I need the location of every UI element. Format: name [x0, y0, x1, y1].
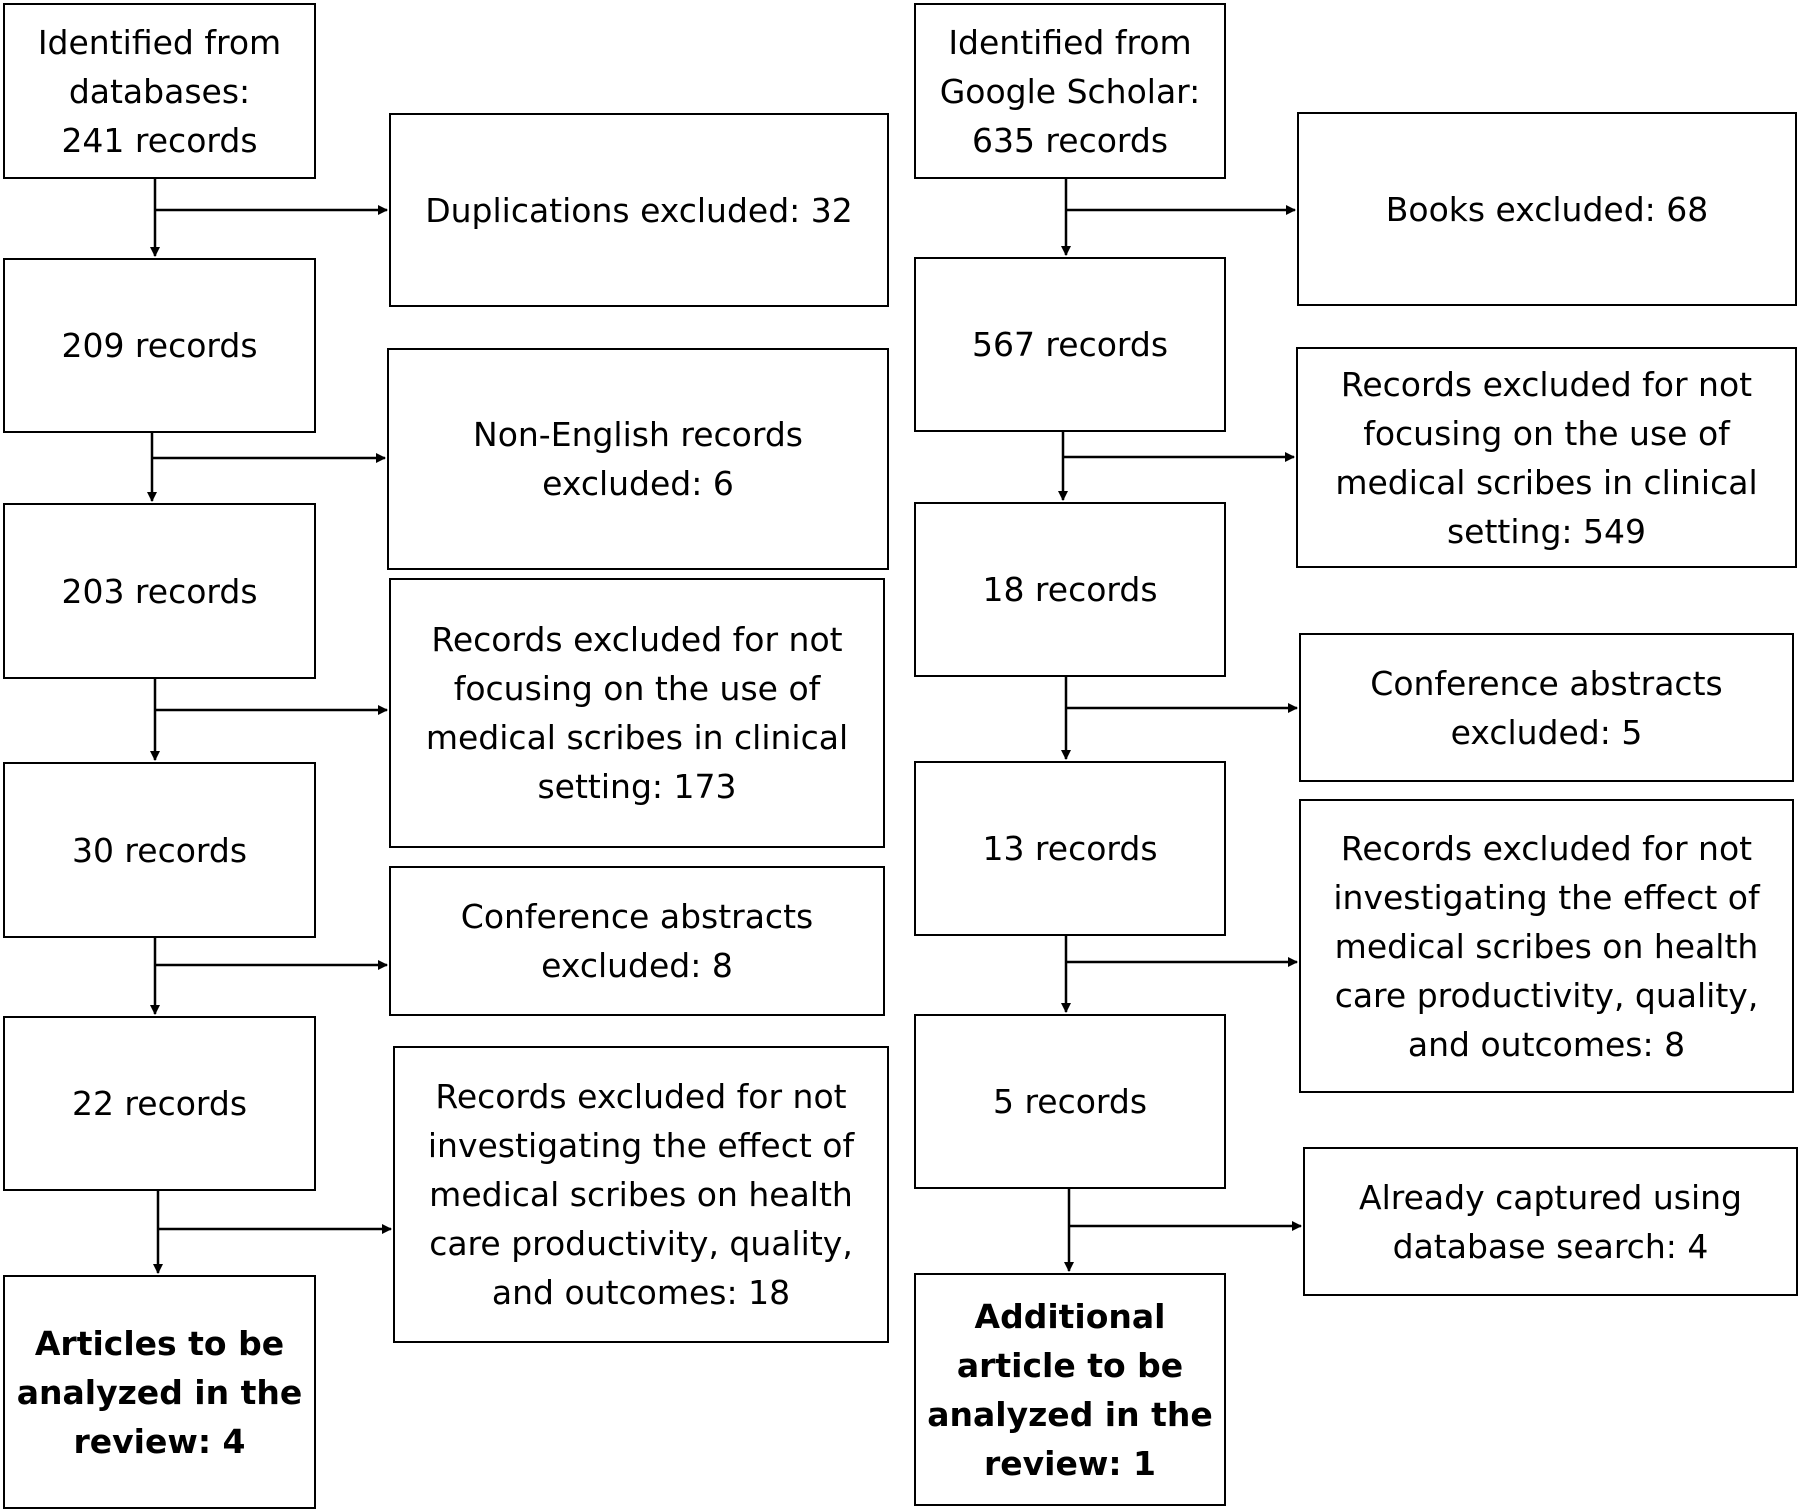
right-records-box-1: 567 records	[914, 257, 1226, 432]
left-source-box: Identified from databases: 241 records	[3, 3, 316, 179]
left-excluded-box-4: Conference abstracts excluded: 8	[389, 866, 885, 1016]
left-result-box: Articles to be analyzed in the review: 4	[3, 1275, 316, 1509]
left-excluded-label-5: Records excluded for not investigating t…	[427, 1077, 855, 1312]
left-records-label-3: 30 records	[71, 830, 248, 870]
left-records-box-2: 203 records	[3, 503, 316, 679]
right-excluded-box-4: Records excluded for not investigating t…	[1299, 799, 1794, 1093]
right-excluded-label-5: Already captured using database search: …	[1359, 1177, 1742, 1266]
left-excluded-box-3: Records excluded for not focusing on the…	[389, 578, 885, 848]
left-source-label: Identified from databases: 241 records	[37, 22, 282, 160]
right-records-label-4: 5 records	[992, 1082, 1148, 1121]
right-excluded-label-4: Records excluded for not investigating t…	[1333, 828, 1760, 1064]
left-excluded-box-2: Non-English records excluded: 6	[387, 348, 889, 570]
right-source-label: Identified from Google Scholar: 635 reco…	[939, 22, 1201, 160]
left-result-label: Articles to be analyzed in the review: 4	[16, 1323, 303, 1461]
right-excluded-label-2: Records excluded for not focusing on the…	[1335, 364, 1758, 551]
right-records-label-3: 13 records	[982, 829, 1158, 868]
left-excluded-box-1: Duplications excluded: 32	[389, 113, 889, 307]
right-excluded-label-3: Conference abstracts excluded: 5	[1370, 663, 1723, 752]
right-excluded-label-1: Books excluded: 68	[1385, 189, 1709, 229]
right-excluded-box-3: Conference abstracts excluded: 5	[1299, 633, 1794, 782]
left-records-box-3: 30 records	[3, 762, 316, 938]
left-records-box-4: 22 records	[3, 1016, 316, 1191]
right-records-label-2: 18 records	[982, 570, 1158, 609]
left-excluded-label-1: Duplications excluded: 32	[425, 190, 853, 230]
right-source-box: Identified from Google Scholar: 635 reco…	[914, 3, 1226, 179]
right-records-label-1: 567 records	[971, 325, 1169, 364]
right-result-label: Additional article to be analyzed in the…	[927, 1296, 1213, 1483]
right-excluded-box-5: Already captured using database search: …	[1303, 1147, 1798, 1296]
right-excluded-box-2: Records excluded for not focusing on the…	[1296, 347, 1797, 568]
left-records-label-1: 209 records	[61, 326, 258, 365]
left-excluded-label-2: Non-English records excluded: 6	[473, 415, 803, 503]
right-result-box: Additional article to be analyzed in the…	[914, 1273, 1226, 1506]
left-records-label-4: 22 records	[71, 1084, 248, 1123]
left-excluded-label-3: Records excluded for not focusing on the…	[425, 620, 849, 806]
left-records-label-2: 203 records	[61, 571, 258, 611]
left-excluded-box-5: Records excluded for not investigating t…	[393, 1046, 889, 1343]
left-excluded-label-4: Conference abstracts excluded: 8	[460, 897, 814, 985]
left-records-box-1: 209 records	[3, 258, 316, 433]
right-records-box-2: 18 records	[914, 502, 1226, 677]
right-excluded-box-1: Books excluded: 68	[1297, 112, 1797, 306]
right-records-box-4: 5 records	[914, 1014, 1226, 1189]
right-records-box-3: 13 records	[914, 761, 1226, 936]
